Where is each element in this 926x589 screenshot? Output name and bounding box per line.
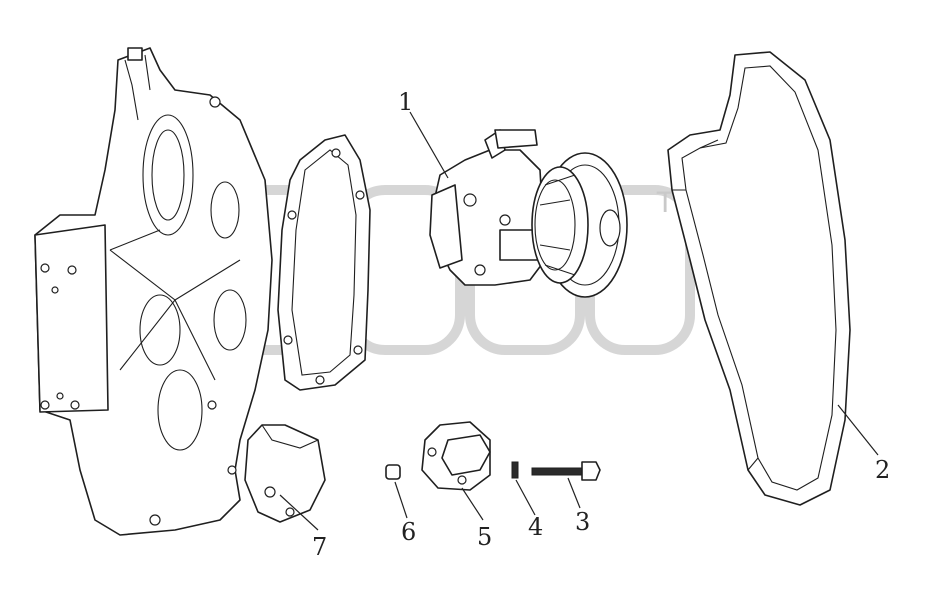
callout-1: 1: [398, 88, 413, 116]
callout-2: 2: [875, 456, 890, 484]
leader-lines: [279, 111, 879, 531]
callout-6: 6: [401, 518, 416, 546]
callout-3: 3: [575, 508, 590, 536]
callout-labels: 1 2 3 4 5 6 7: [312, 88, 890, 561]
water-pump-assembly: [429, 129, 628, 298]
callout-7: 7: [312, 533, 327, 561]
leader-4: [515, 479, 536, 516]
bolt: [531, 461, 601, 481]
thermostat-housing: [421, 421, 491, 491]
leader-5: [461, 487, 484, 521]
leader-1: [409, 111, 449, 179]
cover-gasket: [277, 134, 371, 391]
leader-7: [279, 494, 319, 531]
callout-4: 4: [528, 513, 543, 541]
leader-6: [394, 481, 408, 519]
drive-belt: [667, 51, 851, 506]
dowel-pin: [385, 464, 401, 480]
leader-3: [567, 477, 581, 509]
timing-cover-housing: [34, 47, 273, 536]
leader-2: [837, 404, 879, 456]
callout-5: 5: [477, 523, 492, 551]
bracket: [244, 424, 326, 523]
small-pin: [511, 461, 519, 479]
